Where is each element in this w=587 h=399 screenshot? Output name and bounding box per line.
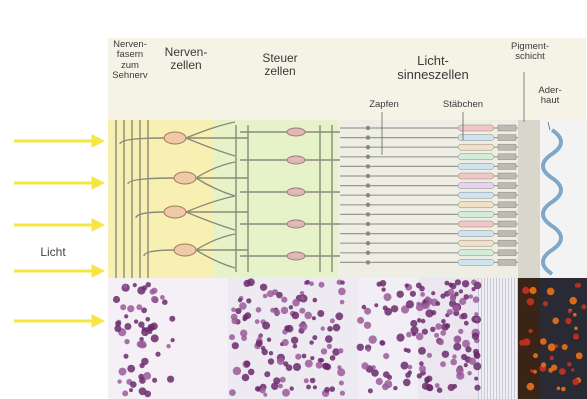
arrow-2	[14, 177, 104, 189]
label-nervenzellen: Nerven- zellen	[156, 46, 216, 72]
arrow-5	[14, 315, 104, 327]
label-zapfen: Zapfen	[362, 100, 406, 110]
label-steuerzellen: Steuer zellen	[250, 52, 310, 78]
arrow-4	[14, 265, 104, 277]
label-nervenfasern: Nerven- fasern zum Sehnerv	[104, 40, 156, 82]
label-lichtsinneszellen: Licht- sinneszellen	[378, 54, 488, 83]
label-pigmentschicht: Pigment- schicht	[502, 42, 558, 63]
label-aderhaut: Ader- haut	[530, 86, 570, 107]
label-licht: Licht	[28, 246, 78, 259]
arrow-3	[14, 219, 104, 231]
arrow-1	[14, 135, 104, 147]
label-staebchen: Stäbchen	[434, 100, 492, 110]
